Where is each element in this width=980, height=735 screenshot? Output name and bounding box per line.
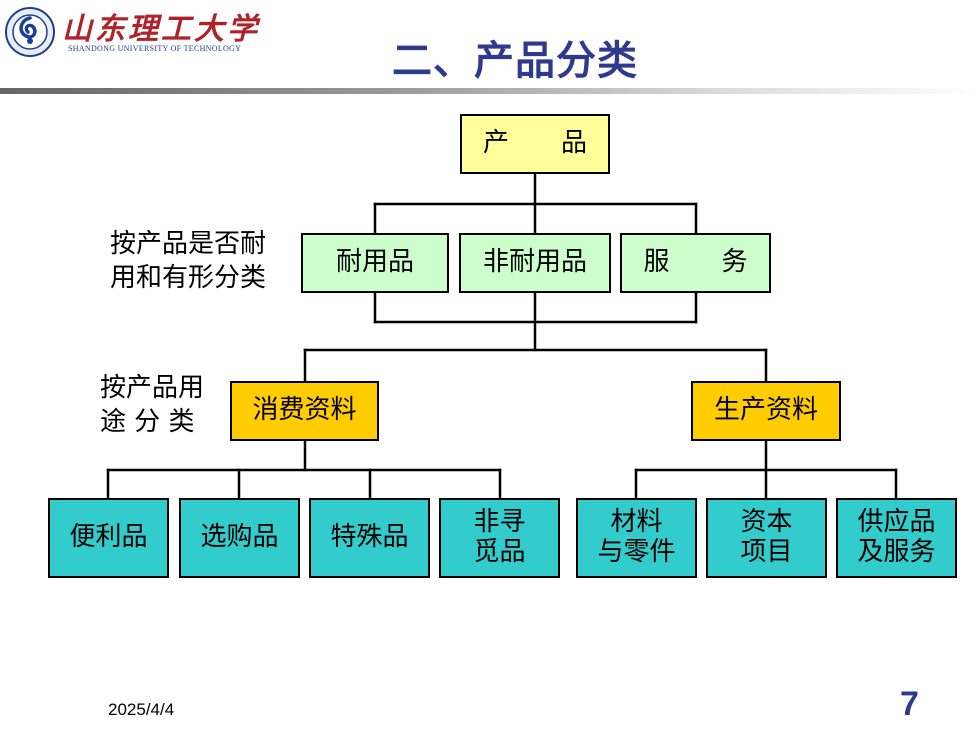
slide-date: 2025/4/4: [108, 700, 175, 719]
university-logo-english: SHANDONG UNIVERSITY OF TECHNOLOGY: [68, 44, 242, 53]
header-divider: [0, 88, 980, 94]
node-unsought-goods: 非寻 觅品: [439, 498, 560, 578]
node-supplies-services: 供应品 及服务: [836, 498, 957, 578]
node-capital-items: 资本 项目: [706, 498, 827, 578]
university-logo-text: 山东理工大学: [62, 12, 260, 47]
node-specialty-goods: 特殊品: [309, 498, 430, 578]
annotation-usage: 按产品用 途 分 类: [100, 373, 205, 437]
node-nondurable-goods: 非耐用品: [459, 233, 611, 293]
node-durable-goods: 耐用品: [301, 233, 449, 293]
university-emblem-icon: [5, 7, 55, 57]
node-product: 产 品: [460, 114, 610, 174]
node-producer-goods: 生产资料: [691, 381, 841, 441]
node-consumer-goods: 消费资料: [230, 381, 379, 441]
slide-number: 7: [900, 685, 919, 723]
node-convenience-goods: 便利品: [48, 498, 169, 578]
node-materials-parts: 材料 与零件: [576, 498, 697, 578]
node-shopping-goods: 选购品: [179, 498, 300, 578]
page-title: 二、产品分类: [392, 38, 638, 84]
node-services: 服 务: [620, 233, 771, 293]
annotation-durability: 按产品是否耐 用和有形分类: [110, 229, 267, 293]
